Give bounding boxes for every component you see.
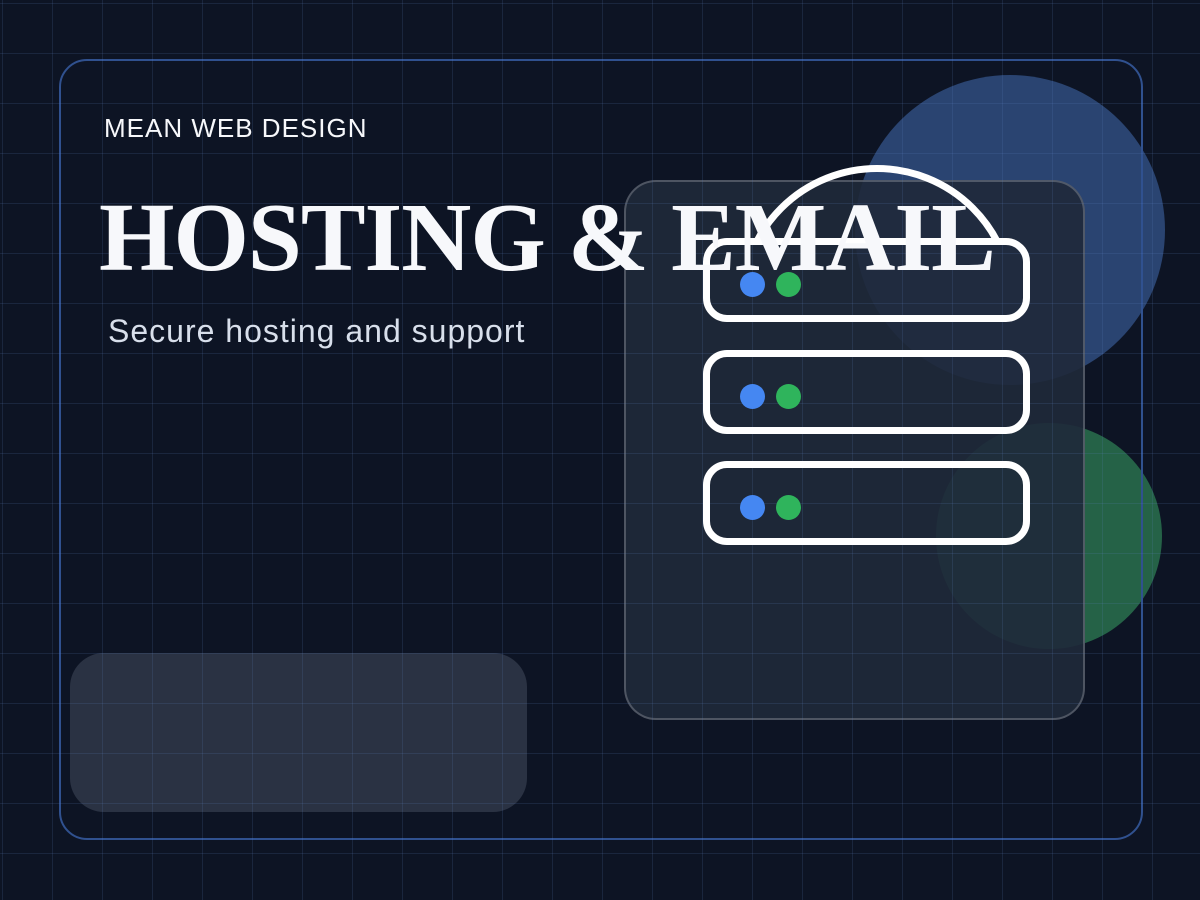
- outer-frame-border: [59, 59, 1143, 840]
- hero-subtitle: Secure hosting and support: [108, 313, 526, 349]
- illustration-panel: [624, 180, 1085, 720]
- brand-label: MEAN WEB DESIGN: [104, 113, 368, 143]
- glass-card: [70, 653, 527, 812]
- page-title: HOSTING & EMAIL: [99, 184, 996, 291]
